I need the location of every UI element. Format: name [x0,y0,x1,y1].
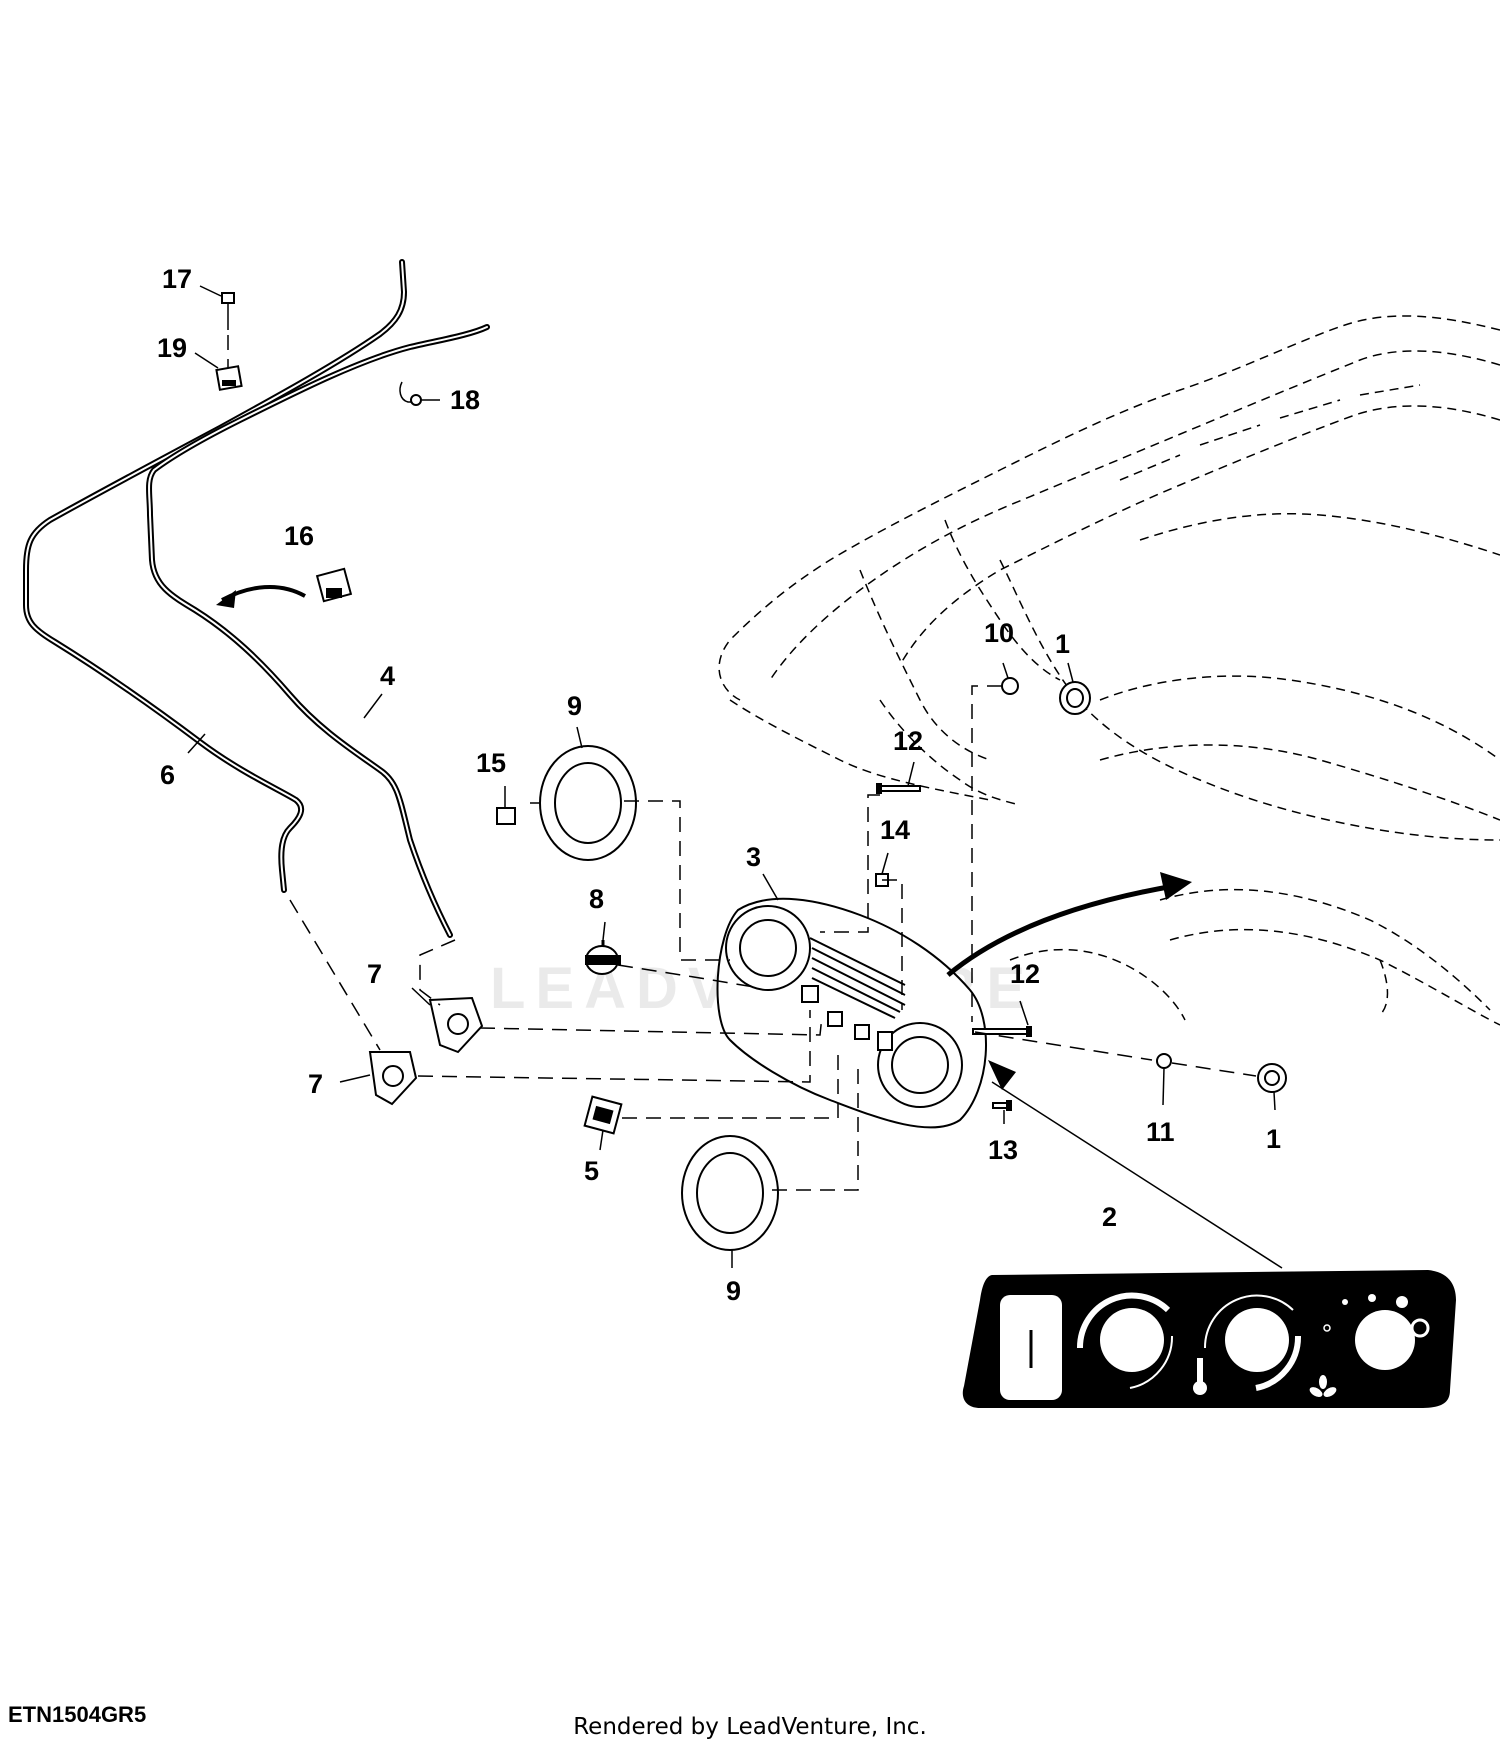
arrow-icon [216,590,236,608]
arrow-icon [1160,872,1192,900]
screw-icon [992,1100,1012,1111]
control-decal-icon [962,1270,1456,1408]
callout-7: 7 [367,959,382,989]
callout-3: 3 [746,842,761,872]
assembly-lines [227,335,1257,1191]
callout-13: 13 [988,1135,1018,1165]
callout-1: 1 [1266,1124,1281,1154]
callout-9: 9 [567,691,582,721]
clip-icon [215,365,243,391]
render-credit: Rendered by LeadVenture, Inc. [573,1714,927,1740]
callout-11: 11 [1146,1117,1175,1147]
callout-16: 16 [284,521,314,551]
nut-icon [1001,677,1019,695]
callout-8: 8 [589,884,604,914]
callout-5: 5 [584,1156,599,1186]
figure-code: ETN1504GR5 [8,1702,147,1727]
callout-10: 10 [984,618,1014,648]
leader-lines [187,285,1283,1269]
nut-icon [496,807,516,825]
grommet-icon [1059,681,1091,715]
callout-18: 18 [450,385,480,415]
screw-icon [972,1026,1032,1037]
callout-12: 12 [893,726,923,756]
bezel-ring-icon [539,745,637,861]
screw-icon [876,783,921,794]
switch-icon [583,1095,623,1135]
cable-tie-icon [399,381,422,406]
control-panel-icon [716,897,987,1129]
callout-labels: 1 1 2 3 4 5 6 7 7 8 9 9 10 11 12 12 13 1… [157,264,1281,1306]
thermostat-icon [585,940,621,975]
callout-6: 6 [160,760,175,790]
nut-icon [1156,1053,1172,1069]
callout-9: 9 [726,1276,741,1306]
arrow-icon [988,1060,1016,1090]
cable-clamp-icon [315,567,353,603]
callout-14: 14 [880,815,910,845]
screw-icon [221,292,235,330]
grommet-icon [1257,1063,1287,1093]
callout-2: 2 [1102,1202,1117,1232]
callout-7: 7 [308,1069,323,1099]
callout-15: 15 [476,748,506,778]
callout-12: 12 [1010,959,1040,989]
callout-19: 19 [157,333,187,363]
callout-4: 4 [380,661,395,691]
callout-1: 1 [1055,629,1070,659]
callout-17: 17 [162,264,192,294]
cable-6 [23,259,408,893]
cable-4 [146,324,490,938]
arrow-icon [946,882,1181,977]
clip-icon [428,996,484,1054]
clip-icon [368,1051,418,1106]
cab-outline [718,315,1500,1026]
bezel-ring-icon [681,1135,779,1251]
